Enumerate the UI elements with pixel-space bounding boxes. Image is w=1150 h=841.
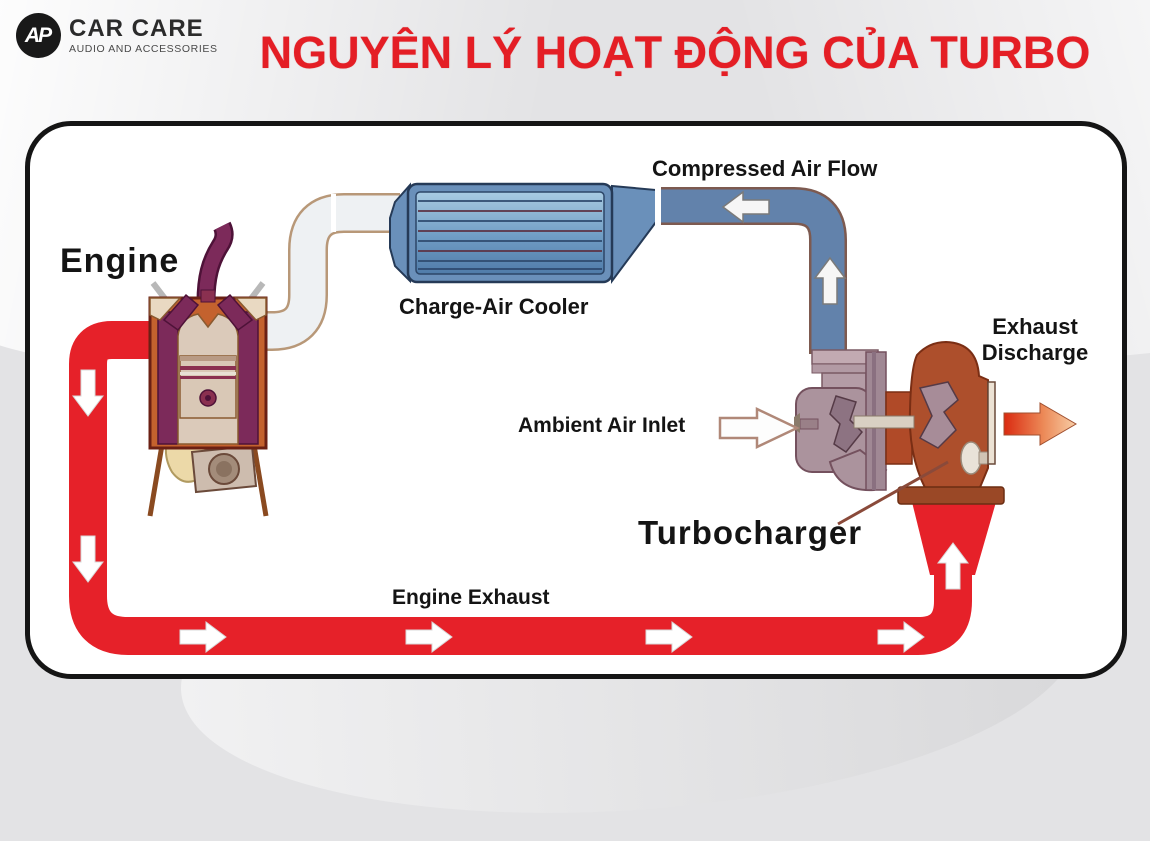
engine-label: Engine [60,242,180,280]
brand-logo: AP CAR CARE AUDIO AND ACCESSORIES [16,13,218,58]
exhaust-discharge-line1: Exhaust [992,314,1078,339]
engine-exhaust-label: Engine Exhaust [392,586,550,609]
ambient-air-inlet-label: Ambient Air Inlet [518,414,686,437]
logo-circle-icon: AP [16,13,61,58]
diagram-panel [25,121,1127,679]
page-title: NGUYÊN LÝ HOẠT ĐỘNG CỦA TURBO [259,27,1091,78]
header: AP CAR CARE AUDIO AND ACCESSORIES NGUYÊN… [0,0,1150,115]
compressed-air-flow-label: Compressed Air Flow [652,156,878,181]
brand-tagline: AUDIO AND ACCESSORIES [69,42,218,55]
logo-monogram: AP [24,23,52,47]
turbocharger-label: Turbocharger [638,514,863,551]
exhaust-discharge-label: Exhaust Discharge [960,314,1110,366]
brand-name: CAR CARE [69,14,204,42]
charge-air-cooler-label: Charge-Air Cooler [399,294,589,319]
exhaust-discharge-line2: Discharge [981,339,1089,365]
